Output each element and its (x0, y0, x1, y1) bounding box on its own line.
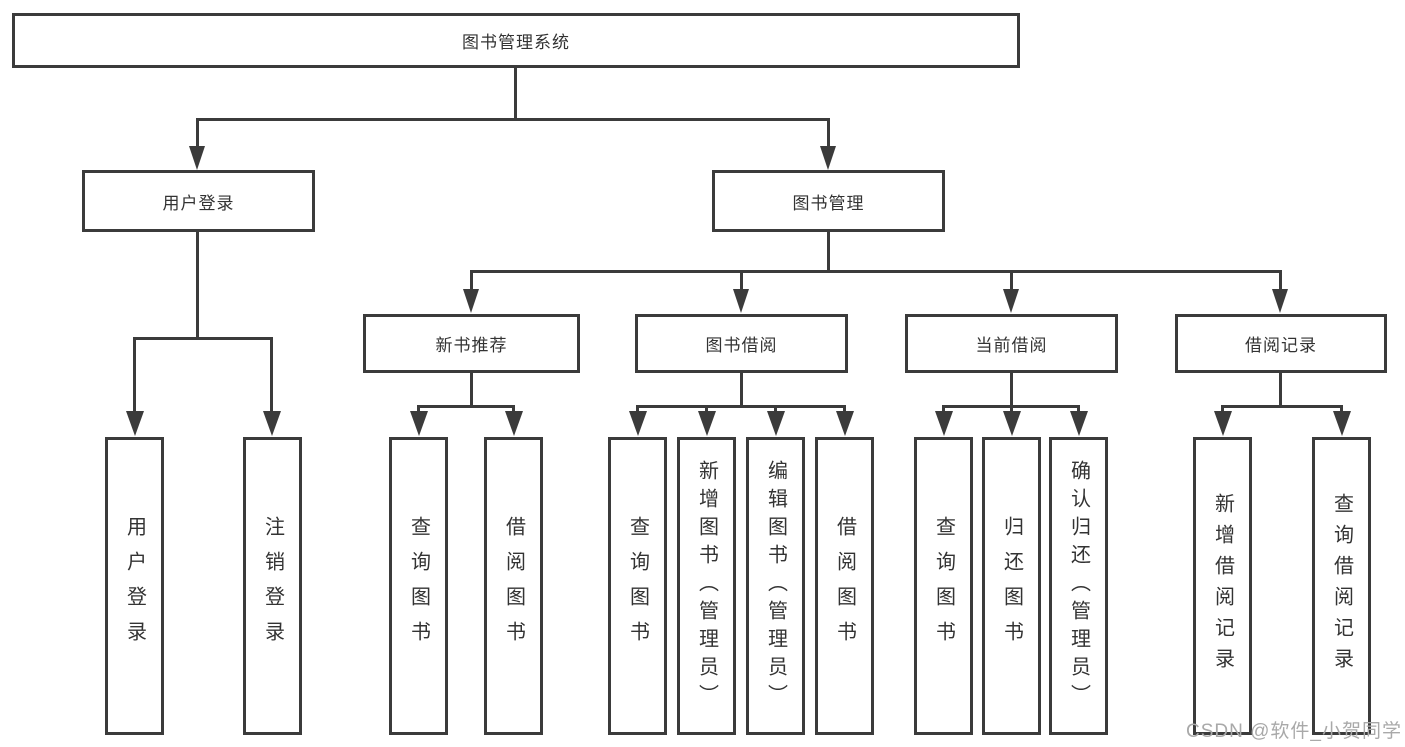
connector-line (705, 405, 708, 414)
node-book-borrowing: 图书借阅 (635, 314, 848, 373)
leaf-add-books-admin: 新增图书（管理员） (677, 437, 736, 735)
node-label: 图书借阅 (705, 336, 778, 355)
connector-line (470, 373, 473, 405)
arrow-down-icon (733, 289, 749, 313)
leaf-label: 查询图书 (626, 516, 649, 656)
arrow-down-icon (1003, 411, 1021, 436)
node-label: 借阅记录 (1245, 336, 1317, 355)
arrow-down-icon (410, 411, 428, 436)
connector-line (843, 405, 846, 414)
connector-line (197, 118, 830, 121)
connector-line (636, 405, 846, 408)
connector-line (417, 405, 515, 408)
connector-line (827, 232, 830, 270)
leaf-add-borrow-record: 新增借阅记录 (1193, 437, 1252, 735)
connector-line (1010, 405, 1013, 414)
arrow-down-icon (820, 146, 836, 170)
node-label: 当前借阅 (975, 336, 1048, 355)
leaf-label: 借阅图书 (502, 516, 525, 656)
connector-line (133, 337, 136, 413)
connector-line (1077, 405, 1080, 414)
arrow-down-icon (698, 411, 716, 436)
arrow-down-icon (505, 411, 523, 436)
connector-line (1010, 373, 1013, 405)
node-label: 新书推荐 (435, 336, 508, 355)
arrow-down-icon (836, 411, 854, 436)
arrow-down-icon (263, 411, 281, 436)
arrow-down-icon (463, 289, 479, 313)
node-current-borrowing: 当前借阅 (905, 314, 1118, 373)
leaf-borrow-books: 借阅图书 (815, 437, 874, 735)
arrow-down-icon (126, 411, 144, 436)
connector-line (1221, 405, 1224, 414)
connector-line (512, 405, 515, 414)
node-library-management-system: 图书管理系统 (12, 13, 1020, 68)
connector-line (270, 337, 273, 413)
connector-line (1221, 405, 1342, 408)
connector-line (196, 232, 199, 337)
leaf-label: 用户登录 (123, 516, 146, 656)
leaf-confirm-return-admin: 确认归还（管理员） (1049, 437, 1108, 735)
connector-line (470, 270, 1282, 273)
leaf-label: 确认归还（管理员） (1067, 460, 1090, 712)
arrow-down-icon (1272, 289, 1288, 313)
connector-line (774, 405, 777, 414)
leaf-logout: 注销登录 (243, 437, 302, 735)
leaf-query-books: 查询图书 (389, 437, 448, 735)
connector-line (1010, 270, 1013, 290)
leaf-label: 查询图书 (932, 516, 955, 656)
leaf-label: 新增图书（管理员） (695, 460, 718, 712)
connector-line (636, 405, 639, 414)
leaf-return-books: 归还图书 (982, 437, 1041, 735)
leaf-query-books: 查询图书 (914, 437, 973, 735)
node-label: 用户登录 (162, 193, 235, 213)
arrow-down-icon (1070, 411, 1088, 436)
node-label: 图书管理 (792, 193, 865, 213)
arrow-down-icon (935, 411, 953, 436)
connector-line (740, 270, 743, 290)
csdn-watermark: CSDN @软件_小贺同学 (1186, 721, 1402, 742)
leaf-query-books: 查询图书 (608, 437, 667, 735)
connector-line (470, 270, 473, 290)
connector-line (827, 118, 830, 148)
arrow-down-icon (1333, 411, 1351, 436)
arrow-down-icon (1214, 411, 1232, 436)
connector-line (514, 68, 517, 118)
leaf-borrow-books: 借阅图书 (484, 437, 543, 735)
leaf-label: 新增借阅记录 (1211, 493, 1234, 679)
connector-line (1279, 373, 1282, 405)
connector-line (740, 373, 743, 405)
connector-line (942, 405, 945, 414)
connector-line (417, 405, 420, 414)
arrow-down-icon (629, 411, 647, 436)
leaf-edit-books-admin: 编辑图书（管理员） (746, 437, 805, 735)
node-label: 图书管理系统 (462, 33, 570, 52)
leaf-label: 借阅图书 (833, 516, 856, 656)
connector-line (196, 118, 199, 148)
leaf-label: 注销登录 (261, 516, 284, 656)
arrow-down-icon (1003, 289, 1019, 313)
node-borrowing-records: 借阅记录 (1175, 314, 1387, 373)
connector-line (1279, 270, 1282, 290)
leaf-label: 归还图书 (1000, 516, 1023, 656)
leaf-label: 查询借阅记录 (1330, 493, 1353, 679)
arrow-down-icon (189, 146, 205, 170)
leaf-query-borrow-record: 查询借阅记录 (1312, 437, 1371, 735)
leaf-label: 编辑图书（管理员） (764, 460, 787, 712)
connector-line (1340, 405, 1343, 414)
leaf-user-login: 用户登录 (105, 437, 164, 735)
node-user-login: 用户登录 (82, 170, 315, 232)
node-book-management: 图书管理 (712, 170, 945, 232)
arrow-down-icon (767, 411, 785, 436)
leaf-label: 查询图书 (407, 516, 430, 656)
node-new-book-recommend: 新书推荐 (363, 314, 580, 373)
connector-line (133, 337, 273, 340)
